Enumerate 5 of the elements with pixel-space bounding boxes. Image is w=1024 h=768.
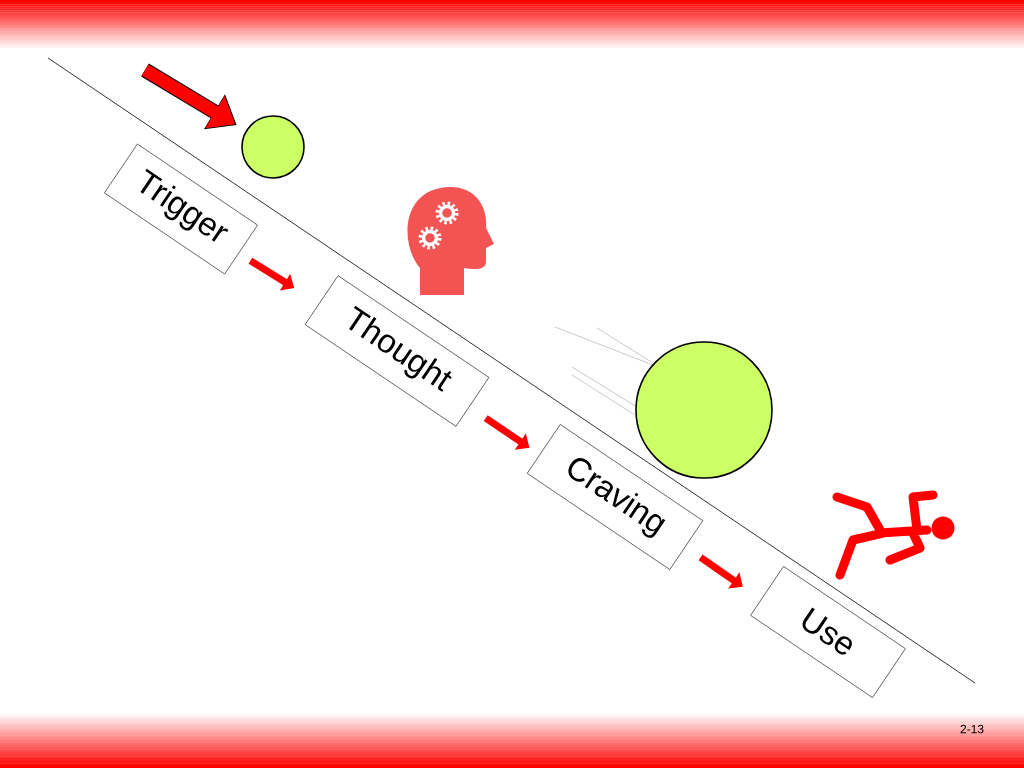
arrow [483,415,530,450]
ball [241,115,305,179]
step-box: Use [750,566,906,698]
page-number: 2-13 [960,724,984,734]
arrow [698,554,743,589]
